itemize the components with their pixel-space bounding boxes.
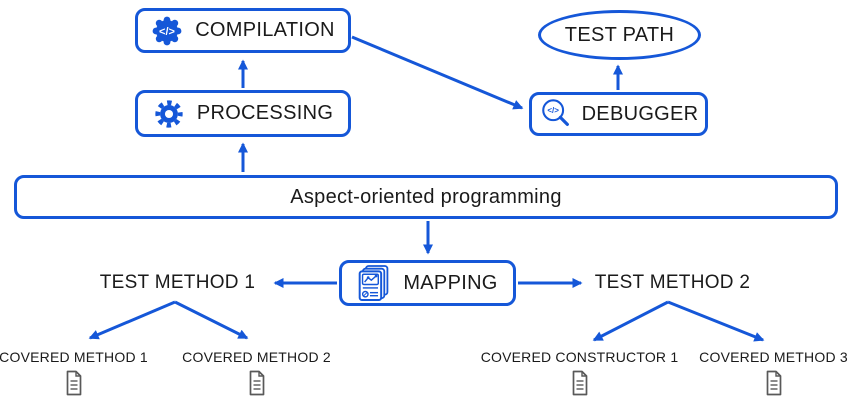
covered-method-1-label: COVERED METHOD 1 — [0, 349, 148, 365]
compilation-node: </> COMPILATION — [135, 8, 351, 53]
covered-method-2-label: COVERED METHOD 2 — [182, 349, 331, 365]
test-path-label: TEST PATH — [564, 23, 675, 46]
covered-method-1-group: COVERED METHOD 1 — [0, 349, 148, 396]
code-glyph: </> — [159, 26, 175, 38]
covered-method-3-group: COVERED METHOD 3 — [699, 349, 848, 396]
edge-tm2-to-covered-constructor-1 — [592, 300, 669, 342]
document-icon — [572, 370, 587, 396]
code-glyph: </> — [547, 106, 559, 115]
covered-constructor-1-label: COVERED CONSTRUCTOR 1 — [480, 349, 679, 365]
document-icon — [766, 370, 781, 396]
mapping-node: MAPPING — [339, 260, 516, 306]
code-magnifier-icon: </> — [541, 99, 569, 126]
test-path-node: TEST PATH — [538, 10, 701, 60]
processing-label: PROCESSING — [196, 102, 334, 124]
edge-tm2-to-covered-method-3 — [667, 300, 765, 342]
covered-method-3-label: COVERED METHOD 3 — [699, 349, 848, 365]
document-icon — [249, 370, 264, 396]
code-gear-icon: </> — [152, 16, 182, 45]
gear-icon — [155, 99, 183, 128]
mapping-label: MAPPING — [403, 271, 498, 294]
aop-label: Aspect-oriented programming — [290, 185, 562, 208]
covered-constructor-1-group: COVERED CONSTRUCTOR 1 — [481, 349, 678, 396]
edge-tm1-to-covered-method-1 — [88, 300, 176, 340]
edge-compilation-to-debugger — [351, 35, 524, 110]
debugger-label: DEBUGGER — [581, 102, 699, 125]
edge-tm1-to-covered-method-2 — [174, 300, 249, 340]
processing-node: PROCESSING — [135, 90, 351, 137]
aspect-oriented-programming-node: Aspect-oriented programming — [14, 175, 838, 219]
report-chart-icon — [359, 265, 389, 301]
debugger-node: </> DEBUGGER — [529, 92, 708, 136]
covered-method-2-group: COVERED METHOD 2 — [182, 349, 331, 396]
compilation-label: COMPILATION — [195, 19, 335, 41]
document-icon — [66, 370, 81, 396]
test-method-1-label: TEST METHOD 1 — [99, 272, 256, 293]
test-method-2-label: TEST METHOD 2 — [594, 272, 751, 293]
